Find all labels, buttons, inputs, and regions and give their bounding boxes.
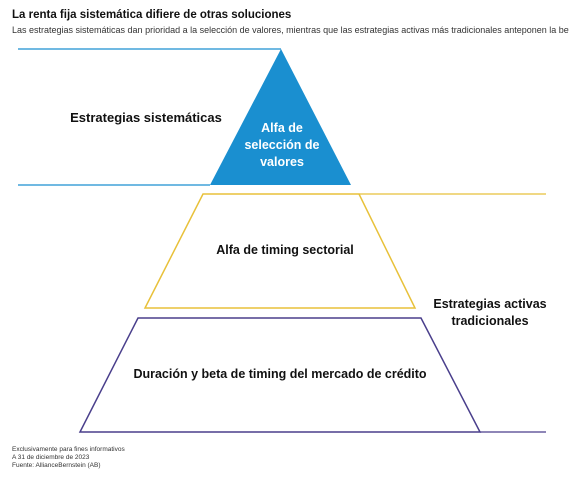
footer-source: Fuente: AllianceBernstein (AB) — [12, 462, 101, 469]
footer-disclaimer: Exclusivamente para fines informativos — [12, 446, 125, 453]
footer-date: A 31 de diciembre de 2023 — [12, 454, 90, 461]
middle-trapezoid — [143, 193, 417, 309]
active-label-line: Estrategias activas — [433, 297, 547, 311]
apex-label-line: valores — [260, 155, 304, 169]
footer-notes: Exclusivamente para fines informativos A… — [12, 446, 125, 470]
apex-label: Alfa de selección de valores — [220, 120, 344, 171]
page-subtitle: Las estrategias sistemáticas dan priorid… — [12, 25, 569, 35]
active-label-line: tradicionales — [451, 314, 529, 328]
page-title: La renta fija sistemática difiere de otr… — [12, 9, 292, 21]
apex-triangle — [210, 49, 351, 185]
duration-beta-label: Duración y beta de timing del mercado de… — [133, 367, 427, 381]
active-strategies-label: Estrategias activas tradicionales — [424, 296, 556, 330]
systematic-strategies-label: Estrategias sistemáticas — [70, 110, 222, 125]
apex-label-line: Alfa de — [261, 121, 303, 135]
apex-label-line: selección de — [244, 138, 320, 152]
sector-timing-label: Alfa de timing sectorial — [216, 243, 354, 257]
